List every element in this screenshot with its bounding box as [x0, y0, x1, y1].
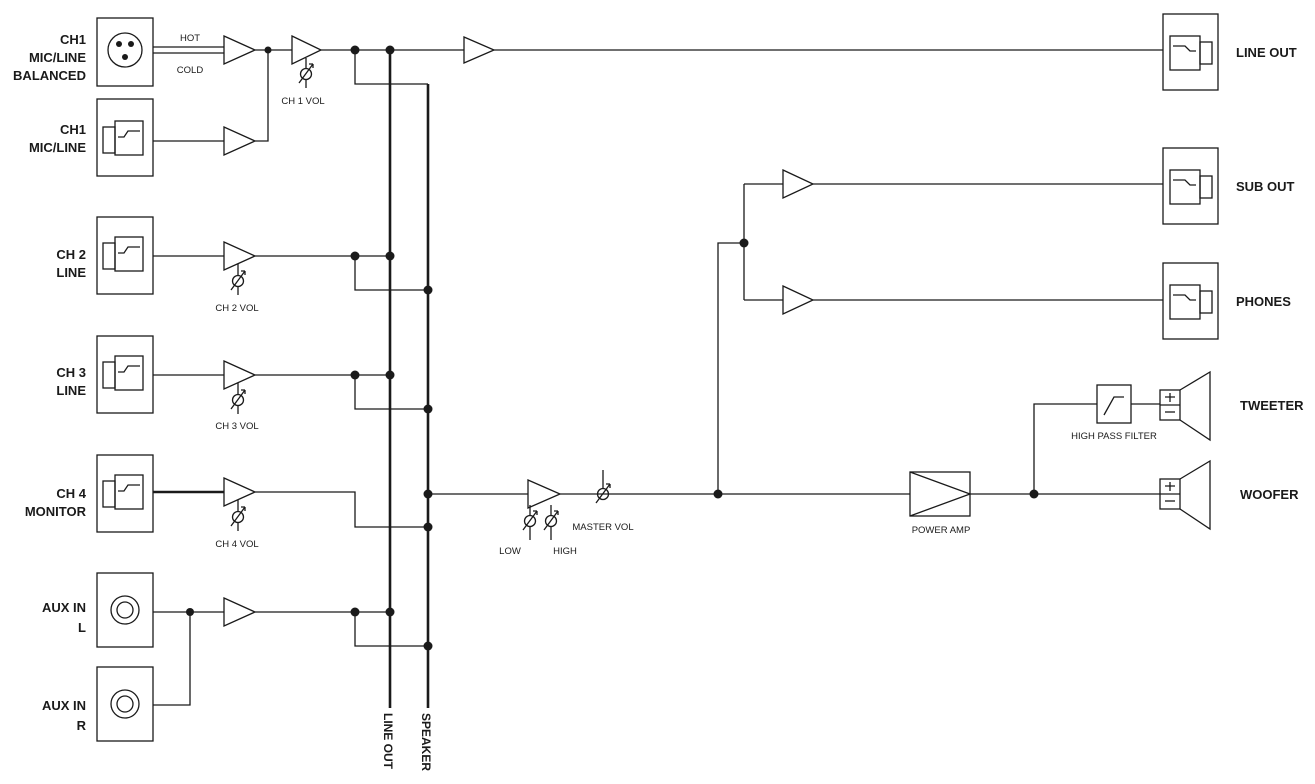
ch2-amp [223, 240, 257, 272]
high-label: HIGH [553, 546, 577, 557]
ch2-vol-pot [230, 264, 246, 295]
ch4-amp [223, 476, 257, 508]
ch1-xlr-label-1: CH1 [60, 32, 86, 47]
aux-r-rca-connector [96, 666, 154, 742]
low-label: LOW [499, 546, 521, 557]
tweeter-speaker [1159, 370, 1211, 442]
aux-l-label-1: AUX IN [42, 600, 86, 615]
ch4-label-1: CH 4 [56, 486, 86, 501]
line-out-output-label: LINE OUT [1236, 45, 1297, 60]
ch2-jack-connector [96, 216, 154, 295]
output-labels: LINE OUT SUB OUT PHONES TWEETER WOOFER [1236, 45, 1304, 502]
line-out-amp [463, 36, 496, 64]
high-eq-pot [543, 505, 559, 540]
sub-out-connector [1162, 147, 1219, 225]
hot-label: HOT [180, 33, 200, 44]
aux-amp [223, 596, 257, 628]
line-out-connector [1162, 13, 1219, 91]
aux-l-label-2: L [78, 620, 86, 635]
ch1-jack-connector [96, 98, 154, 177]
bus-labels: LINE OUT SPEAKER [381, 713, 433, 771]
aux-r-label-2: R [77, 718, 87, 733]
ch4-vol-pot [230, 500, 246, 531]
eq-amp [527, 479, 562, 509]
line-out-bus-label: LINE OUT [381, 713, 395, 770]
ch1-jack-label-2: MIC/LINE [29, 140, 86, 155]
ch3-jack-connector [96, 335, 154, 414]
phones-output-label: PHONES [1236, 294, 1291, 309]
wiring [153, 46, 1163, 706]
ch4-label-2: MONITOR [25, 504, 87, 519]
aux-r-label-1: AUX IN [42, 698, 86, 713]
aux-l-rca-connector [96, 572, 154, 648]
speaker-bus-label: SPEAKER [419, 713, 433, 771]
ch1-xlr-label-3: BALANCED [13, 68, 86, 83]
ch1-jack-label-1: CH1 [60, 122, 86, 137]
ch1-xlr-connector [96, 17, 154, 87]
ch4-vol-label: CH 4 VOL [215, 539, 258, 550]
ch3-vol-pot [230, 383, 246, 414]
ch3-amp [223, 359, 257, 391]
high-pass-filter-block [1096, 384, 1132, 424]
master-vol-label: MASTER VOL [572, 522, 633, 533]
ch1-vol-pot [298, 58, 314, 88]
ch2-label-2: LINE [56, 265, 86, 280]
high-pass-filter-label: HIGH PASS FILTER [1071, 431, 1157, 442]
ch1-vol-label: CH 1 VOL [281, 96, 324, 107]
input-labels: CH1 MIC/LINE BALANCED CH1 MIC/LINE CH 2 … [13, 32, 87, 733]
ch3-vol-label: CH 3 VOL [215, 421, 258, 432]
amplifiers [223, 34, 815, 628]
ch2-label-1: CH 2 [56, 247, 86, 262]
ch1-vol-amp [291, 34, 323, 66]
phones-connector [1162, 262, 1219, 340]
tweeter-output-label: TWEETER [1240, 398, 1304, 413]
ch1-xlr-preamp [223, 34, 257, 66]
ch3-label-2: LINE [56, 383, 86, 398]
ch1-xlr-label-2: MIC/LINE [29, 50, 86, 65]
ch3-label-1: CH 3 [56, 365, 86, 380]
mix-buses [388, 50, 430, 708]
low-eq-pot [522, 505, 538, 540]
ch1-jack-preamp [223, 125, 257, 157]
power-amp-label: POWER AMP [912, 525, 971, 536]
cold-label: COLD [177, 65, 204, 76]
pots [230, 58, 611, 540]
small-labels: HOT COLD CH 1 VOL CH 2 VOL CH 3 VOL CH 4… [177, 33, 1157, 557]
master-vol-pot [595, 470, 611, 504]
phones-amp [782, 284, 815, 316]
woofer-output-label: WOOFER [1240, 487, 1299, 502]
woofer-speaker [1159, 459, 1211, 531]
sub-out-amp [782, 168, 815, 200]
ch4-jack-connector [96, 454, 154, 533]
sub-out-output-label: SUB OUT [1236, 179, 1295, 194]
ch2-vol-label: CH 2 VOL [215, 303, 258, 314]
power-amp-block [909, 471, 972, 517]
junction-dots [186, 45, 1039, 651]
